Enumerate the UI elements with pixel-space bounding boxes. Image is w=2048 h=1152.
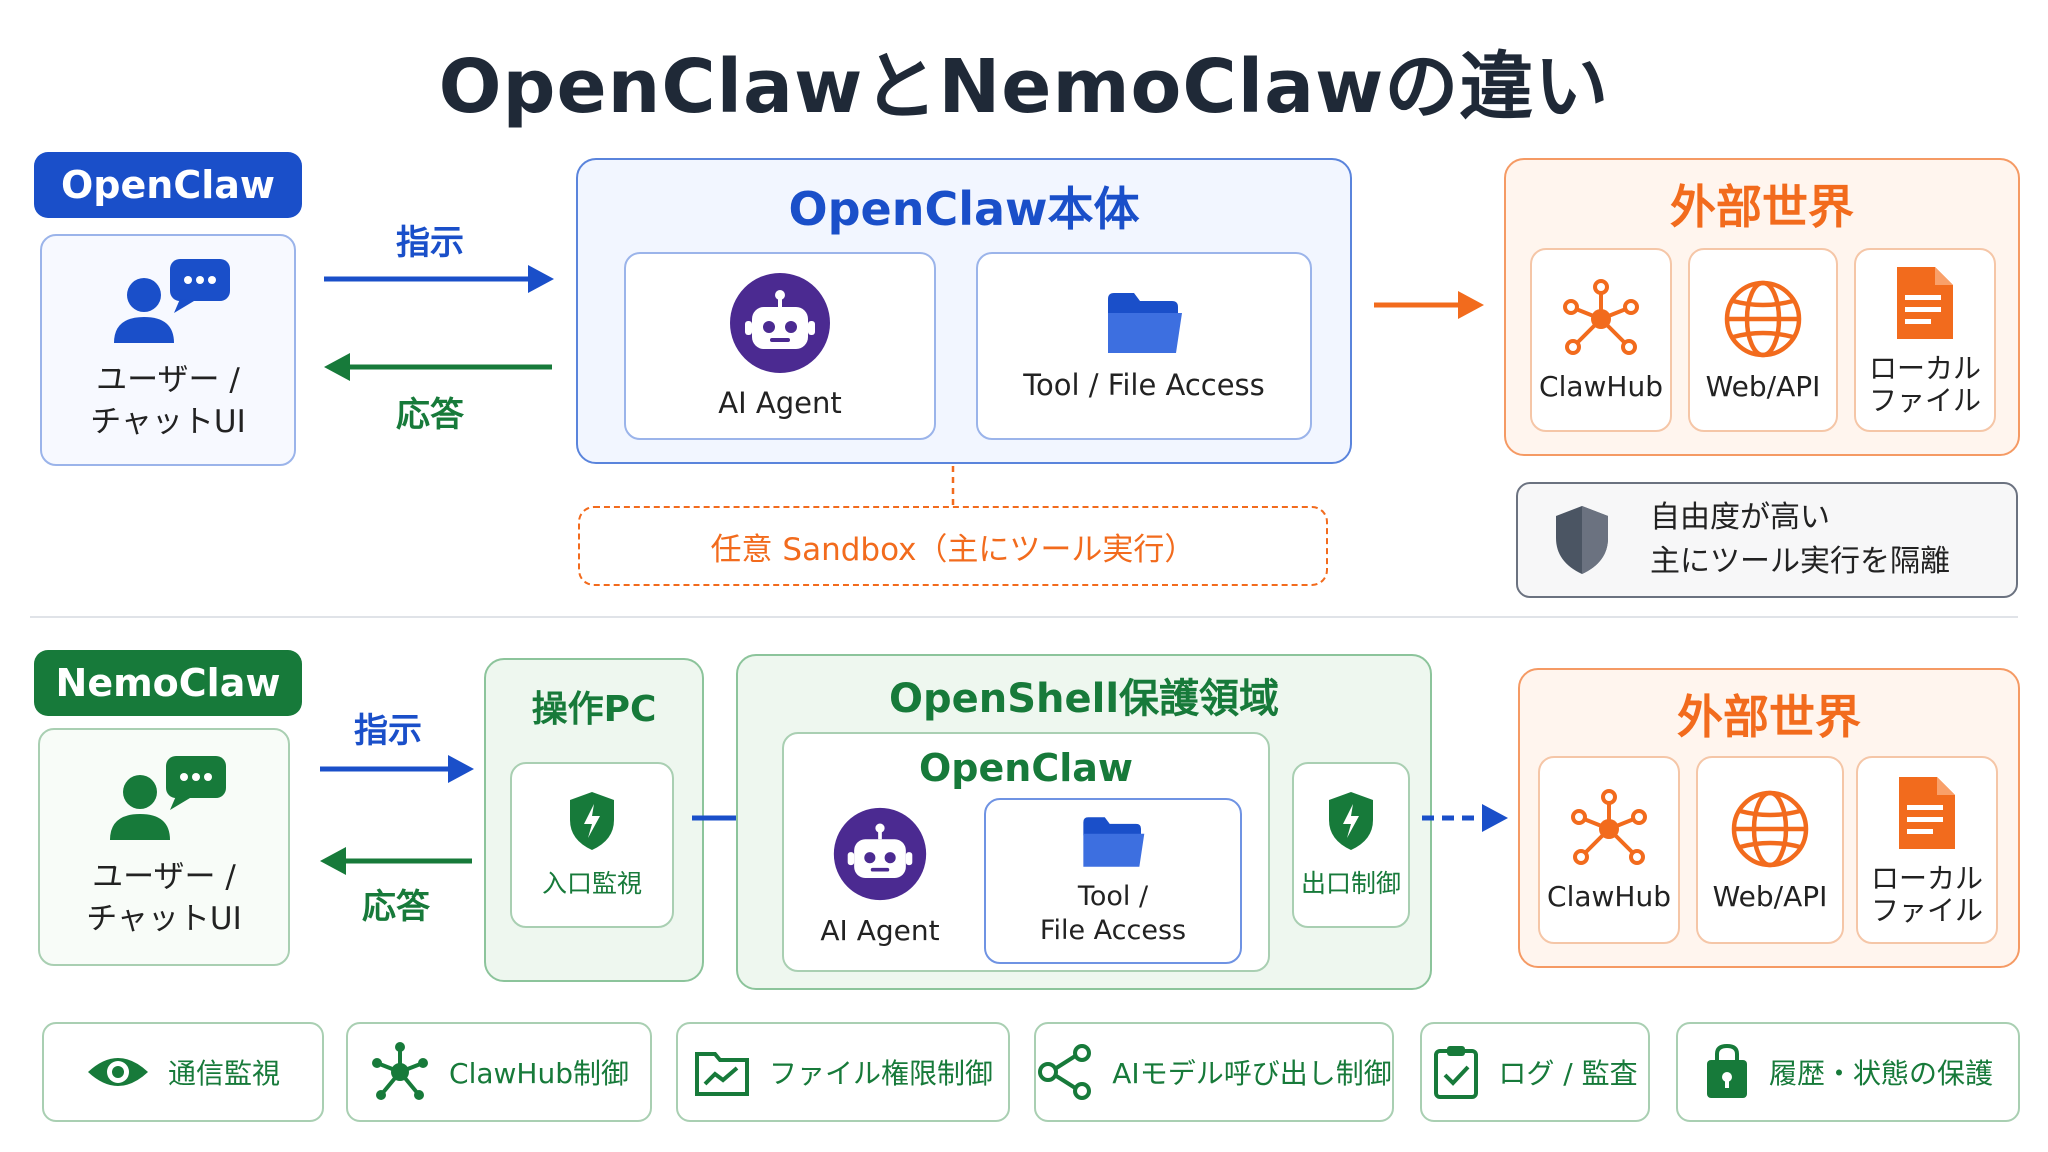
operation-pc-title: 操作PC [531, 689, 657, 730]
feature-ai-model-call: AIモデル呼び出し制御 [1034, 1022, 1394, 1122]
section-divider [30, 616, 2018, 618]
openclaw-tool-card: Tool / File Access [976, 252, 1312, 440]
openclaw-external-title: 外部世界 [1670, 180, 1854, 234]
ingress-monitor-card: 入口監視 [510, 762, 674, 928]
openclaw-instruct-arrow [324, 265, 554, 293]
openclaw-ext-localfile-label-2: ファイル [1868, 384, 1981, 417]
shell-to-external-arrow [1422, 804, 1508, 832]
openclaw-user-box: ユーザー / チャットUI [40, 234, 296, 466]
nemoclaw-ext-localfile-label-2: ファイル [1870, 894, 1983, 927]
clipboard-check-icon [1434, 1046, 1479, 1099]
nemoclaw-user-label-1: ユーザー / [92, 859, 236, 895]
user-chat-icon [114, 259, 230, 343]
feature-history-protection: 履歴・状態の保護 [1676, 1022, 2020, 1122]
openclaw-response-arrow [324, 353, 552, 381]
nemoclaw-tag: NemoClaw [34, 650, 302, 716]
openclaw-ai-agent-card: AI Agent [624, 252, 936, 440]
openclaw-tag: OpenClaw [34, 152, 302, 218]
shield-lightning-icon [1329, 792, 1373, 850]
user-chat-icon [110, 756, 226, 840]
nemoclaw-openclaw-title: OpenClaw [919, 746, 1133, 790]
openshell-area-title: OpenShell保護領域 [888, 676, 1280, 722]
lock-bag-icon [1706, 1044, 1747, 1098]
nemoclaw-ai-agent-label: AI Agent [820, 913, 940, 947]
egress-control-card: 出口制御 [1292, 762, 1410, 928]
openclaw-ext-webapi-label: Web/API [1705, 370, 1821, 403]
egress-control-label: 出口制御 [1300, 869, 1401, 898]
nemoclaw-tool-label-1: Tool / [1077, 881, 1149, 912]
openclaw-note-line-2: 主にツール実行を隔離 [1650, 544, 1950, 579]
feature-history-protection-label: 履歴・状態の保護 [1768, 1057, 1993, 1090]
feature-traffic-monitoring-label: 通信監視 [167, 1057, 280, 1090]
openclaw-ext-localfile-label-1: ローカル [1868, 352, 1981, 385]
openclaw-tool-label: Tool / File Access [1023, 368, 1265, 402]
feature-ai-model-call-label: AIモデル呼び出し制御 [1112, 1057, 1392, 1090]
nemoclaw-ai-agent: AI Agent [800, 796, 960, 956]
openclaw-ext-clawhub: ClawHub [1530, 248, 1672, 432]
openclaw-external-arrow [1374, 291, 1484, 319]
robot-icon [833, 807, 927, 900]
document-icon [1899, 777, 1955, 849]
shield-lightning-icon [570, 792, 614, 850]
sandbox-box: 任意 Sandbox（主にツール実行） [578, 506, 1328, 586]
openclaw-ext-clawhub-label: ClawHub [1539, 370, 1663, 403]
network-hub-icon [372, 1042, 429, 1100]
folder-icon [1108, 293, 1182, 353]
nemoclaw-response-arrow [320, 847, 472, 875]
eye-icon [87, 1058, 148, 1086]
nemoclaw-instruct-label: 指示 [354, 710, 422, 751]
nemoclaw-user-label-2: チャットUI [86, 901, 242, 937]
openclaw-user-label-1: ユーザー / [96, 362, 240, 398]
openclaw-ext-webapi: Web/API [1688, 248, 1838, 432]
nemoclaw-tool-label-2: File Access [1039, 915, 1187, 946]
nemoclaw-user-box: ユーザー / チャットUI [38, 728, 290, 966]
openclaw-ai-agent-label: AI Agent [718, 386, 842, 420]
feature-clawhub-control: ClawHub制御 [346, 1022, 652, 1122]
openclaw-note-box: 自由度が高い 主にツール実行を隔離 [1516, 482, 2018, 598]
folder-icon [1083, 817, 1145, 867]
nemoclaw-response-label: 応答 [362, 886, 430, 927]
openclaw-core-title: OpenClaw本体 [788, 182, 1140, 236]
clawhub-icon [1571, 789, 1647, 865]
feature-file-permission-label: ファイル権限制御 [768, 1057, 993, 1090]
clawhub-icon [1563, 279, 1639, 355]
sandbox-connector [951, 466, 955, 506]
nemoclaw-ext-webapi: Web/API [1696, 756, 1844, 944]
nemoclaw-ext-webapi-label: Web/API [1712, 880, 1828, 913]
nemoclaw-ext-localfile-label-1: ローカル [1870, 862, 1983, 895]
share-nodes-icon [1038, 1044, 1092, 1100]
openclaw-user-label-2: チャットUI [90, 404, 246, 440]
feature-log-audit-label: ログ / 監査 [1498, 1057, 1638, 1090]
nemoclaw-ext-clawhub-label: ClawHub [1547, 880, 1671, 913]
openclaw-note-line-1: 自由度が高い [1650, 500, 1830, 535]
feature-file-permission: ファイル権限制御 [676, 1022, 1010, 1122]
page-title: OpenClawとNemoClawの違い [438, 43, 1610, 130]
feature-log-audit: ログ / 監査 [1420, 1022, 1650, 1122]
document-icon [1897, 267, 1953, 339]
nemoclaw-external-title: 外部世界 [1677, 690, 1861, 744]
globe-icon [1724, 280, 1802, 358]
nemoclaw-ext-clawhub: ClawHub [1538, 756, 1680, 944]
feature-traffic-monitoring: 通信監視 [42, 1022, 324, 1122]
openclaw-instruct-label: 指示 [396, 222, 464, 263]
globe-icon [1731, 790, 1809, 868]
ingress-monitor-label: 入口監視 [541, 869, 642, 898]
nemoclaw-instruct-arrow [320, 755, 474, 783]
nemoclaw-tool-card: Tool / File Access [984, 798, 1242, 964]
shield-icon [1556, 506, 1608, 574]
folder-chart-icon [694, 1052, 749, 1096]
openclaw-response-label: 応答 [396, 394, 464, 435]
nemoclaw-ext-localfile: ローカル ファイル [1856, 756, 1998, 944]
robot-icon [730, 273, 830, 373]
feature-clawhub-control-label: ClawHub制御 [449, 1057, 629, 1090]
openclaw-ext-localfile: ローカル ファイル [1854, 248, 1996, 432]
